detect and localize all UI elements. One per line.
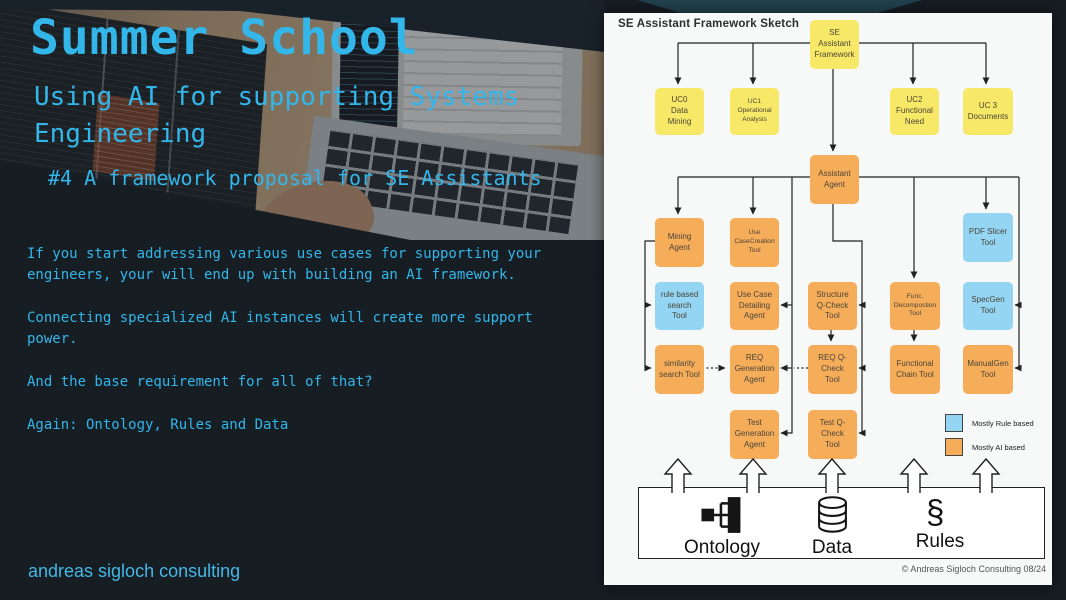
legend-item-rule-based: Mostly Rule based bbox=[945, 414, 1034, 432]
diagram-node-req-generation-agent: REQ Generation Agent bbox=[730, 345, 779, 394]
subtitle: Using AI for supporting Systems Engineer… bbox=[34, 81, 520, 150]
diagram-node-se-assistant-framework: SE Assistant Framework bbox=[810, 20, 859, 69]
body-text: If you start addressing various use case… bbox=[27, 244, 567, 458]
legend-label: Mostly Rule based bbox=[972, 418, 1034, 428]
foundation-label-data: Data bbox=[811, 537, 853, 558]
diagram-node-pdf-slicer-tool: PDF Slicer Tool bbox=[963, 213, 1013, 262]
legend-swatch-orange bbox=[945, 438, 963, 456]
paragraph-sign-icon: § bbox=[926, 493, 945, 530]
diagram-node-mining-agent: Mining Agent bbox=[655, 218, 704, 267]
ontology-tree-icon bbox=[701, 497, 741, 533]
legend-swatch-blue bbox=[945, 414, 963, 432]
paragraph-2: Connecting specialized AI instances will… bbox=[27, 310, 533, 347]
teal-accent-shape bbox=[637, 0, 922, 14]
diagram-node-rule-based-search-tool: rule based search Tool bbox=[655, 282, 704, 330]
paragraph-1: If you start addressing various use case… bbox=[27, 246, 542, 283]
database-icon bbox=[818, 496, 847, 533]
diagram-node-use-case-detailing-agent: Use Case Detailing Agent bbox=[730, 282, 779, 330]
diagram-node-assistant-agent: Assistant Agent bbox=[810, 155, 859, 204]
foundation-label-rules: Rules bbox=[915, 531, 965, 552]
title-block: Summer School Using AI for supporting Sy… bbox=[30, 12, 590, 190]
legend: Mostly Rule based Mostly AI based bbox=[945, 414, 1034, 462]
diagram-node-uc2-functional-need: UC2 Functional Need bbox=[890, 88, 939, 135]
slide-heading: #4 A framework proposal for SE Assistant… bbox=[48, 166, 542, 191]
diagram-node-test-generation-agent: Test Generation Agent bbox=[730, 410, 779, 459]
diagram-node-uc0-data-mining: UC0 Data Mining bbox=[655, 88, 704, 135]
diagram-node-manualgen-tool: ManualGen Tool bbox=[963, 345, 1013, 394]
diagram-node-specgen-tool: SpecGen Tool bbox=[963, 282, 1013, 330]
diagram-node-similarity-search-tool: similarity search Tool bbox=[655, 345, 704, 394]
diagram-node-use-casecreation-tool: Use CaseCreation Tool bbox=[730, 218, 779, 267]
diagram-node-uc1-operational-analysis: UC1 Operational Analysis bbox=[730, 88, 779, 135]
copyright-note: © Andreas Sigloch Consulting 08/24 bbox=[901, 564, 1046, 574]
diagram-node-func-decompostion-tool: Func. Decompostion Tool bbox=[890, 282, 940, 330]
paragraph-3: And the base requirement for all of that… bbox=[27, 374, 373, 390]
diagram-node-structure-q-check-tool: Structure Q-Check Tool bbox=[808, 282, 857, 330]
consulting-footer: andreas sigloch consulting bbox=[28, 561, 241, 581]
diagram-title: SE Assistant Framework Sketch bbox=[618, 18, 800, 30]
diagram-node-test-q-check-tool: Test Q- Check Tool bbox=[808, 410, 857, 459]
foundation-label-ontology: Ontology bbox=[683, 537, 761, 558]
legend-label: Mostly AI based bbox=[972, 442, 1025, 452]
diagram-node-req-q-check-tool: REQ Q- Check Tool bbox=[808, 345, 857, 394]
paragraph-4: Again: Ontology, Rules and Data bbox=[27, 417, 289, 433]
legend-item-ai-based: Mostly AI based bbox=[945, 438, 1034, 456]
page-title: Summer School bbox=[30, 10, 419, 66]
diagram-node-uc3-documents: UC 3 Documents bbox=[963, 88, 1013, 135]
diagram-node-functional-chain-tool: Functional Chain Tool bbox=[890, 345, 940, 394]
